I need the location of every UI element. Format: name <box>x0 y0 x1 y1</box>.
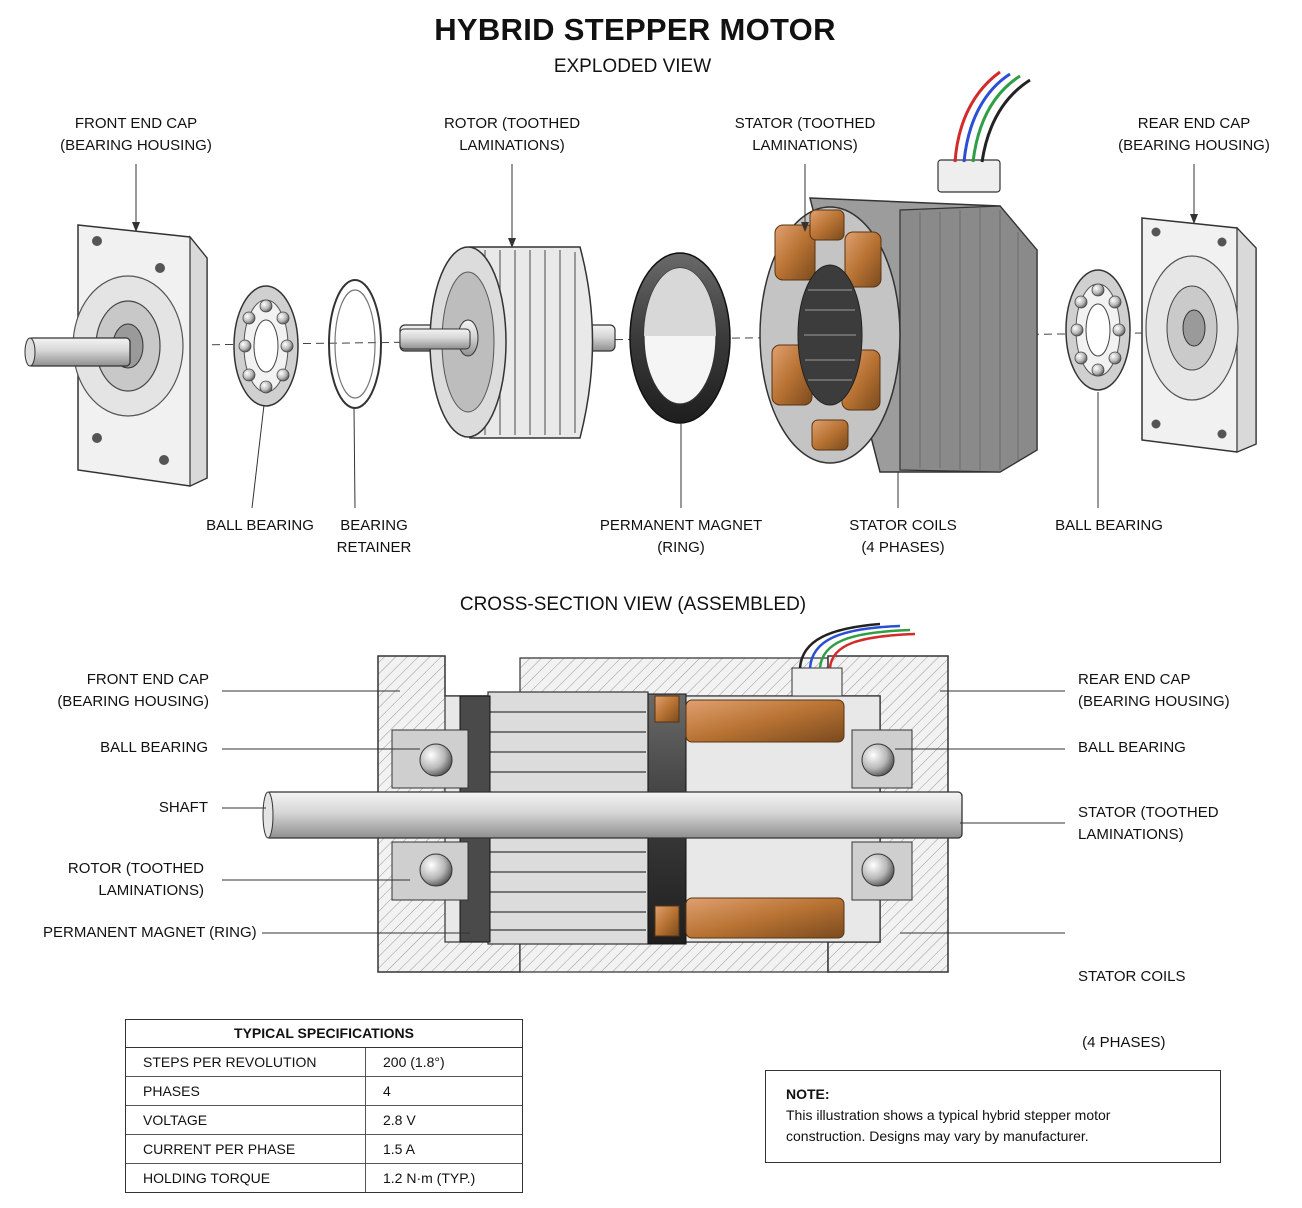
label-line: (BEARING HOUSING) <box>1118 137 1270 154</box>
page-title: HYBRID STEPPER MOTOR <box>434 12 836 47</box>
label-line: (BEARING HOUSING) <box>60 137 212 154</box>
cs-label-stator-coils: STATOR COILS (4 PHASES) <box>1078 922 1186 1076</box>
spec-value: 200 (1.8°) <box>383 1054 445 1070</box>
label-bearing-retainer: BEARING RETAINER <box>314 515 434 559</box>
cs-label-stator: STATOR (TOOTHED LAMINATIONS) <box>1078 802 1219 846</box>
label-line: STATOR (TOOTHED <box>734 115 876 132</box>
cross-section-title: CROSS-SECTION VIEW (ASSEMBLED) <box>459 594 807 615</box>
cs-label-rotor: ROTOR (TOOTHED LAMINATIONS) <box>20 858 204 902</box>
label-stator-coils: STATOR COILS (4 PHASES) <box>823 515 983 559</box>
label-line: (BEARING HOUSING) <box>57 693 209 710</box>
label-line: FRONT END CAP <box>86 671 209 688</box>
permanent-magnet-part <box>629 252 731 424</box>
label-line: STATOR (TOOTHED <box>1078 804 1219 821</box>
rear-end-cap-part <box>1141 217 1257 453</box>
note-heading: NOTE: <box>786 1086 830 1102</box>
label-line: FRONT END CAP <box>74 115 198 132</box>
cs-label-shaft: SHAFT <box>158 799 208 816</box>
spec-key: VOLTAGE <box>126 1106 366 1134</box>
label-line: (BEARING HOUSING) <box>1078 693 1230 710</box>
label-line: LAMINATIONS) <box>1078 826 1184 843</box>
stator-part <box>759 70 1038 473</box>
label-line: REAR END CAP <box>1137 115 1251 132</box>
label-line: ROTOR (TOOTHED <box>443 115 581 132</box>
spec-key: STEPS PER REVOLUTION <box>126 1048 366 1076</box>
exploded-view-title: EXPLODED VIEW <box>553 56 712 77</box>
cs-label-permanent-magnet: PERMANENT MAGNET (RING) <box>43 924 257 941</box>
label-rear-end-cap: REAR END CAP (BEARING HOUSING) <box>1094 113 1294 157</box>
table-row: STEPS PER REVOLUTION 200 (1.8°) <box>126 1048 522 1077</box>
label-line: LAMINATIONS) <box>459 137 565 154</box>
table-row: CURRENT PER PHASE 1.5 A <box>126 1135 522 1164</box>
specifications-title: TYPICAL SPECIFICATIONS <box>126 1020 522 1048</box>
label-line: REAR END CAP <box>1078 671 1191 688</box>
ball-bearing-part-1 <box>233 285 299 407</box>
note-box: NOTE: This illustration shows a typical … <box>765 1070 1221 1163</box>
table-row: PHASES 4 <box>126 1077 522 1106</box>
rotor-part <box>399 246 616 439</box>
label-line: ROTOR (TOOTHED <box>67 860 204 877</box>
label-line: STATOR COILS <box>849 517 957 534</box>
label-ball-bearing-2: BALL BEARING <box>1055 517 1163 534</box>
label-line: (4 PHASES) <box>861 539 945 556</box>
label-line: (RING) <box>657 539 705 556</box>
ball-bearing-part-2 <box>1065 269 1131 391</box>
label-front-end-cap: FRONT END CAP (BEARING HOUSING) <box>36 113 236 157</box>
label-line: (4 PHASES) <box>1078 1034 1166 1051</box>
bearing-retainer-part <box>328 279 382 409</box>
spec-key: PHASES <box>126 1077 366 1105</box>
label-rotor: ROTOR (TOOTHED LAMINATIONS) <box>412 113 612 157</box>
label-line: BEARING <box>340 517 408 534</box>
label-stator: STATOR (TOOTHED LAMINATIONS) <box>705 113 905 157</box>
cross-section-drawing <box>262 622 963 973</box>
table-row: HOLDING TORQUE 1.2 N·m (TYP.) <box>126 1164 522 1192</box>
note-line: This illustration shows a typical hybrid… <box>786 1107 1111 1123</box>
cs-label-rear-end-cap: REAR END CAP (BEARING HOUSING) <box>1078 669 1230 713</box>
cs-label-ball-bearing: BALL BEARING <box>100 739 208 756</box>
label-ball-bearing-1: BALL BEARING <box>206 517 314 534</box>
spec-key: CURRENT PER PHASE <box>126 1135 366 1163</box>
spec-value: 1.5 A <box>383 1141 415 1157</box>
note-line: construction. Designs may vary by manufa… <box>786 1128 1089 1144</box>
label-line: LAMINATIONS) <box>98 882 204 899</box>
label-line: RETAINER <box>336 539 412 556</box>
label-line: PERMANENT MAGNET <box>599 517 763 534</box>
label-line: LAMINATIONS) <box>752 137 858 154</box>
spec-key: HOLDING TORQUE <box>126 1164 366 1192</box>
label-permanent-magnet: PERMANENT MAGNET (RING) <box>581 515 781 559</box>
spec-value: 1.2 N·m (TYP.) <box>383 1170 476 1186</box>
spec-value: 2.8 V <box>383 1112 416 1128</box>
specifications-table: TYPICAL SPECIFICATIONS STEPS PER REVOLUT… <box>125 1019 523 1193</box>
spec-value: 4 <box>383 1083 391 1099</box>
table-row: VOLTAGE 2.8 V <box>126 1106 522 1135</box>
front-end-cap-part <box>24 224 208 487</box>
cs-label-front-end-cap: FRONT END CAP (BEARING HOUSING) <box>20 669 209 713</box>
cs-label-ball-bearing-right: BALL BEARING <box>1078 739 1186 756</box>
label-line: STATOR COILS <box>1078 968 1186 985</box>
